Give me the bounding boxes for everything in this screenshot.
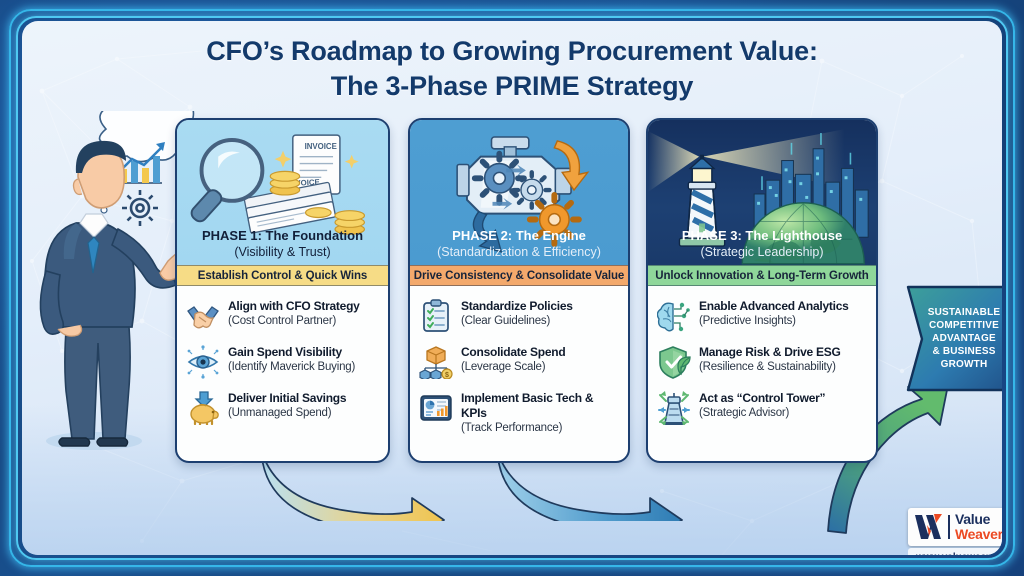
brand-logo[interactable]: Value Weaver www.valueweaver.com: [908, 508, 1002, 555]
item-heading: Deliver Initial Savings: [228, 391, 347, 405]
parent-box: [426, 346, 446, 365]
sparkles-icon: [274, 150, 359, 169]
curved-arrow-phase1-to-phase2: [262, 457, 445, 521]
phase-1-card[interactable]: INVOICE INVOICE: [175, 118, 390, 463]
svg-text:$: $: [445, 372, 449, 379]
curved-arrow-phase2-to-phase3: [498, 457, 683, 521]
magnifying-glass-icon: [190, 138, 265, 223]
item-heading: Align with CFO Strategy: [228, 299, 360, 313]
phase-2-item-list: Standardize Policies (Clear Guidelines): [410, 290, 628, 461]
list-item[interactable]: Manage Risk & Drive ESG (Resilience & Su…: [657, 344, 869, 379]
outcome-line-5: GROWTH: [940, 359, 988, 370]
svg-text:INVOICE: INVOICE: [305, 142, 337, 151]
item-sub: (Resilience & Sustainability): [699, 361, 836, 373]
phase-2-card[interactable]: PHASE 2: The Engine (Standardization & E…: [408, 118, 630, 463]
list-item[interactable]: Act as “Control Tower” (Strategic Adviso…: [657, 390, 869, 425]
ribbon-shape: [906, 285, 1002, 392]
gear-icon: [526, 192, 582, 247]
phase-2-title: PHASE 2: The Engine: [452, 228, 586, 243]
phase-3-heading: PHASE 3: The Lighthouse (Strategic Leade…: [648, 228, 876, 260]
engine-gears-illustration: [456, 136, 590, 253]
phase-3-banner: Unlock Innovation & Long-Term Growth: [648, 265, 876, 286]
item-sub: (Unmanaged Spend): [228, 407, 332, 419]
phase-3-card[interactable]: PHASE 3: The Lighthouse (Strategic Leade…: [646, 118, 878, 463]
item-heading: Act as “Control Tower”: [699, 391, 826, 405]
phase-1-subtitle: (Visibility & Trust): [234, 245, 331, 259]
phase-2-banner: Drive Consistency & Consolidate Value: [410, 265, 628, 286]
item-sub: (Predictive Insights): [699, 315, 796, 327]
phase-3-illustration-area: [648, 120, 876, 265]
website-url[interactable]: www.valueweaver.com: [908, 548, 1002, 555]
outcome-line-4: & BUSINESS: [932, 346, 996, 357]
gear-icon: [471, 150, 527, 206]
svg-text:INVOICE: INVOICE: [287, 178, 320, 189]
item-sub: (Track Performance): [461, 422, 563, 434]
item-heading: Gain Spend Visibility: [228, 345, 342, 359]
infographic-stage: CFO’s Roadmap to Growing Procurement Val…: [22, 21, 1002, 555]
clipboard-checklist-icon: [423, 299, 449, 332]
list-item[interactable]: Implement Basic Tech & KPIs (Track Perfo…: [419, 390, 621, 436]
phase-3-title: PHASE 3: The Lighthouse: [681, 228, 843, 243]
list-item[interactable]: $ Consolidate Spend (Leverage Scale): [419, 344, 621, 379]
phase-3-subtitle: (Strategic Leadership): [700, 245, 824, 259]
logo-plate: Value Weaver: [908, 508, 1002, 546]
item-heading: Enable Advanced Analytics: [699, 299, 849, 313]
shield-leaf-icon: [659, 346, 691, 379]
page-title: CFO’s Roadmap to Growing Procurement Val…: [22, 35, 1002, 104]
item-sub: (Strategic Advisor): [699, 407, 790, 419]
title-line-1: CFO’s Roadmap to Growing Procurement Val…: [206, 36, 818, 66]
list-item[interactable]: Align with CFO Strategy (Cost Control Pa…: [186, 298, 381, 333]
lighthouse-icon: [678, 154, 726, 247]
list-item[interactable]: Enable Advanced Analytics (Predictive In…: [657, 298, 869, 333]
phase-1-heading: PHASE 1: The Foundation (Visibility & Tr…: [177, 228, 388, 260]
logo-divider: [948, 515, 950, 539]
phase-2-subtitle: (Standardization & Efficiency): [437, 245, 601, 259]
outcome-line-3: ADVANTAGE: [932, 333, 996, 344]
piggy-bank-icon: [190, 391, 219, 425]
lighthouse-city-globe-illustration: [648, 129, 869, 265]
item-heading: Manage Risk & Drive ESG: [699, 345, 841, 359]
phase-1-title: PHASE 1: The Foundation: [201, 228, 364, 243]
phase-2-heading: PHASE 2: The Engine (Standardization & E…: [410, 228, 628, 260]
phase-3-item-list: Enable Advanced Analytics (Predictive In…: [648, 290, 876, 461]
item-sub: (Clear Guidelines): [461, 315, 551, 327]
logo-word-value: Value: [955, 511, 991, 527]
item-heading: Standardize Policies: [461, 299, 573, 313]
valueweaver-w-mark-icon: [915, 514, 942, 539]
eye-icon: [187, 345, 219, 379]
gear-icon: [122, 190, 158, 226]
control-tower-icon: [658, 391, 690, 425]
outcome-text: SUSTAINABLE COMPETITIVE ADVANTAGE & BUSI…: [906, 285, 1002, 392]
phase-1-banner: Establish Control & Quick Wins: [177, 265, 388, 286]
phase-2-illustration-area: [410, 120, 628, 265]
list-item[interactable]: Gain Spend Visibility (Identify Maverick…: [186, 344, 381, 379]
gold-coins-icon: [269, 170, 366, 235]
brain-circuit-icon: [657, 302, 690, 332]
box-hierarchy-icon: $: [419, 346, 453, 379]
outcome-line-1: SUSTAINABLE: [927, 307, 1001, 318]
phase-1-item-list: Align with CFO Strategy (Cost Control Pa…: [177, 290, 388, 461]
invoice-stack-icon: INVOICE INVOICE: [243, 134, 341, 234]
phase-1-illustration-area: INVOICE INVOICE: [177, 120, 388, 265]
item-heading: Consolidate Spend: [461, 345, 566, 359]
handshake-icon: [187, 306, 219, 329]
item-sub: (Identify Maverick Buying): [228, 361, 356, 373]
list-item[interactable]: Deliver Initial Savings (Unmanaged Spend…: [186, 390, 381, 425]
tablet-dashboard-icon: [420, 395, 452, 421]
list-item[interactable]: Standardize Policies (Clear Guidelines): [419, 298, 621, 333]
logo-wordmark: Value Weaver: [955, 512, 1002, 542]
logo-word-weaver: Weaver: [955, 526, 1002, 542]
item-heading: Implement Basic Tech & KPIs: [461, 391, 594, 420]
item-sub: (Leverage Scale): [461, 361, 546, 373]
title-line-2: The 3-Phase PRIME Strategy: [330, 71, 694, 101]
magnifier-invoices-coins-illustration: INVOICE INVOICE: [190, 134, 366, 235]
gear-icon: [511, 170, 552, 210]
outcome-ribbon: SUSTAINABLE COMPETITIVE ADVANTAGE & BUSI…: [906, 285, 1002, 392]
child-boxes: $: [419, 368, 453, 379]
outcome-line-2: COMPETITIVE: [929, 320, 999, 331]
item-sub: (Cost Control Partner): [228, 315, 337, 327]
